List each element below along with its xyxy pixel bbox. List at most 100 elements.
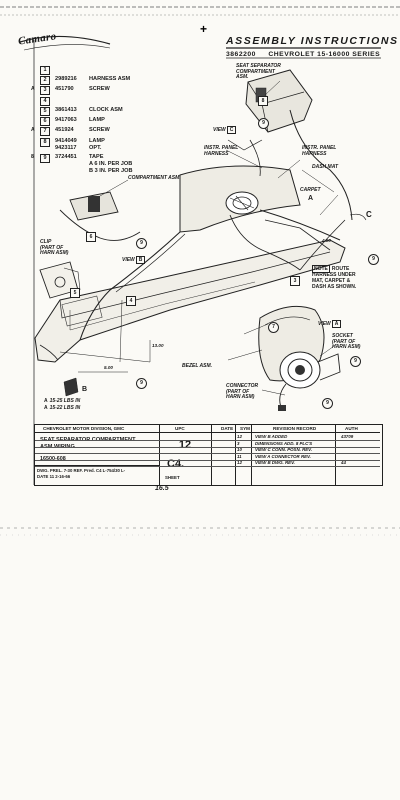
- callout-8: 8: [258, 96, 268, 106]
- instr-panel-harness-left-label: INSTR. PANEL HARNESS: [204, 145, 239, 157]
- part-description-alt: OPT.: [89, 145, 102, 151]
- part-number: 3724451: [55, 154, 77, 160]
- title-block: CHEVROLET MOTOR DIVISION, GMC UPC DATE S…: [34, 424, 383, 486]
- part-index: 9: [40, 154, 50, 163]
- revision-text: DIMENSIONS ADD. 8 PLC'S: [255, 440, 313, 446]
- callout-9: 9: [258, 118, 269, 129]
- part-number: 451790: [55, 86, 74, 92]
- series-label: CHEVROLET 15-16000 SERIES: [268, 51, 381, 58]
- part-number: 9414049: [55, 138, 77, 144]
- page-title: ASSEMBLY INSTRUCTIONS: [226, 35, 399, 47]
- callout-9-conn: 9: [322, 398, 333, 409]
- drawing-number: 16500-608: [40, 456, 66, 462]
- view-b-label: VIEW: [122, 257, 135, 263]
- upc-number: 12: [178, 439, 192, 451]
- revision-sym: 12: [237, 434, 242, 439]
- callout-9-right: 9: [368, 254, 379, 265]
- view-letter-a: A: [308, 195, 314, 202]
- svg-text:+: +: [200, 22, 207, 36]
- callout-3: 3: [290, 276, 300, 286]
- revision-text: VIEW A CONNECTOR REV.: [255, 453, 311, 459]
- part-description: LAMP: [89, 117, 105, 123]
- revision-sym: 11: [237, 453, 242, 459]
- part-description: TAPE: [89, 154, 104, 160]
- part-index: 8: [40, 138, 50, 147]
- note-tag: NOTE: [312, 265, 330, 273]
- callout-7: 7: [268, 322, 279, 333]
- compartment-asm-label: COMPARTMENT ASM.: [128, 175, 181, 181]
- view-letter-c: C: [366, 210, 372, 219]
- torque-marker: A: [44, 398, 48, 404]
- revision-text: VIEW C CONN. POSN. REV.: [255, 447, 312, 452]
- tape-length-a: A 6 IN. PER JOB: [89, 161, 133, 167]
- part-number: 3861413: [55, 107, 77, 113]
- upc-header: UPC: [175, 426, 185, 431]
- tape-marker: 8: [31, 154, 34, 160]
- sym-header: SYM: [240, 426, 250, 431]
- part-index: 3: [40, 86, 50, 95]
- part-index: 2: [40, 76, 50, 85]
- carpet-label: CARPET: [300, 187, 321, 193]
- part-number: 2989216: [55, 76, 77, 82]
- revision-auth: 44: [341, 460, 346, 465]
- view-b-letter: B: [135, 256, 146, 264]
- revision-text: VIEW B DWG. REV.: [255, 460, 295, 465]
- callout-9-socket: 9: [350, 356, 361, 367]
- part-number-alt: 9423117: [55, 145, 77, 151]
- dash-mat-label: DASH MAT: [312, 164, 339, 170]
- sheet-label: SHEET: [165, 475, 180, 480]
- part-number: 9417063: [55, 117, 77, 123]
- callout-4: 4: [126, 296, 136, 306]
- date-line: DATE 11 2-16-66: [37, 473, 71, 479]
- seat-separator-label: SEAT SEPARATOR COMPARTMENT ASM.: [236, 63, 281, 80]
- revision-row: 10 VIEW C CONN. POSN. REV.: [35, 447, 380, 454]
- revision-header: REVISION RECORD: [273, 426, 317, 431]
- view-a-letter: A: [331, 320, 342, 328]
- bezel-asm-label: BEZEL ASM.: [182, 363, 213, 369]
- revision-text: VIEW B ADDED: [255, 434, 288, 439]
- part-index: 4: [40, 97, 50, 106]
- view-a-label: VIEW: [318, 321, 331, 327]
- revision-sym: 10: [237, 447, 242, 452]
- part-description: LAMP: [89, 138, 105, 144]
- socket-label: SOCKET (PART OF HARN ASM): [332, 333, 361, 350]
- torque-marker: A: [44, 404, 48, 411]
- callout-9-left: 9: [136, 238, 147, 249]
- part-number: 451924: [55, 127, 74, 133]
- callout-5: 5: [70, 288, 80, 298]
- auth-header: AUTH: [345, 426, 358, 431]
- callout-6: 6: [86, 232, 96, 242]
- part-index: 7: [40, 127, 50, 136]
- doc-number: 3862200: [226, 51, 256, 58]
- torque-value: 15-25 LBS IN: [49, 398, 81, 404]
- part-description: SCREW: [89, 127, 110, 133]
- dwg-line: DWG. PREL. 7-30 REF. Pred. C4 L-754/30 L…: [37, 468, 126, 473]
- title-block-header: CHEVROLET MOTOR DIVISION, GMC UPC DATE S…: [35, 425, 380, 433]
- dimension-4: 4.00: [322, 238, 331, 243]
- revision-row: 11 VIEW A CONNECTOR REV.: [35, 454, 380, 461]
- tape-length-b: B 3 IN. PER JOB: [89, 168, 133, 174]
- sheet-number: C4.: [167, 458, 185, 470]
- instr-panel-harness-right-label: INSTR. PANEL HARNESS: [302, 145, 337, 157]
- connector-label: CONNECTOR (PART OF HARN ASM): [226, 383, 259, 400]
- part-description: CLOCK ASM: [89, 107, 123, 113]
- division-name: CHEVROLET MOTOR DIVISION, GMC: [43, 426, 125, 431]
- torque-marker: A: [31, 86, 35, 92]
- dimension-5: 5.00: [104, 365, 113, 370]
- torque-marker: A: [31, 127, 35, 133]
- part-index: 6: [40, 117, 50, 126]
- view-c-label: VIEW: [213, 127, 226, 133]
- dimension-13: 13.00: [152, 343, 164, 348]
